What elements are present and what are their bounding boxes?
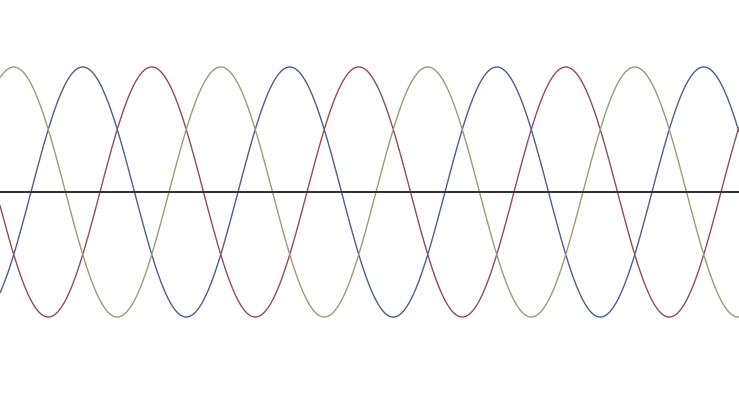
waves-group	[0, 66, 739, 318]
wave-3-curve	[0, 66, 739, 318]
wave-2-curve	[0, 66, 739, 318]
wave-1-curve	[0, 66, 739, 318]
